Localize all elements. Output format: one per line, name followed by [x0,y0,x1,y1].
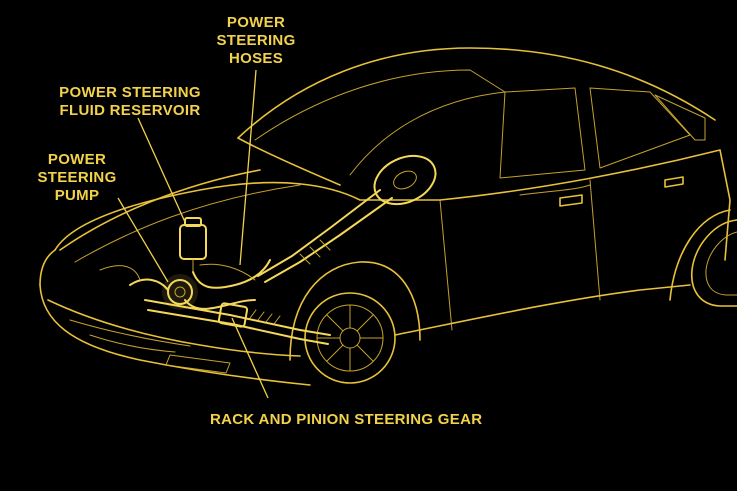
label-pump-line-3: PUMP [54,187,100,204]
label-hoses-line-1: POWER [226,14,286,31]
leader-lines [117,69,269,399]
label-power-steering-pump: POWER STEERING PUMP [30,151,124,205]
label-pump-line-1: POWER [47,151,107,168]
label-pump-line-2: STEERING [37,169,117,186]
label-hoses-line-2: STEERING [216,32,296,49]
label-reservoir-line-2: FLUID RESERVOIR [59,102,201,119]
front-wheel [304,292,396,384]
rear-wheel [691,219,737,307]
label-hoses-line-3: HOSES [228,50,283,67]
rack-and-pinion [144,299,331,345]
steering-assembly [257,154,437,283]
label-reservoir-line-1: POWER STEERING [59,84,201,101]
fluid-reservoir [179,217,207,273]
car-body [39,47,731,386]
steering-hoses [184,259,271,310]
label-rack-and-pinion: RACK AND PINION STEERING GEAR [210,411,483,428]
label-fluid-reservoir: POWER STEERING FLUID RESERVOIR [46,84,214,120]
label-power-steering-hoses: POWER STEERING HOSES [206,14,306,68]
steering-pump [99,265,198,310]
